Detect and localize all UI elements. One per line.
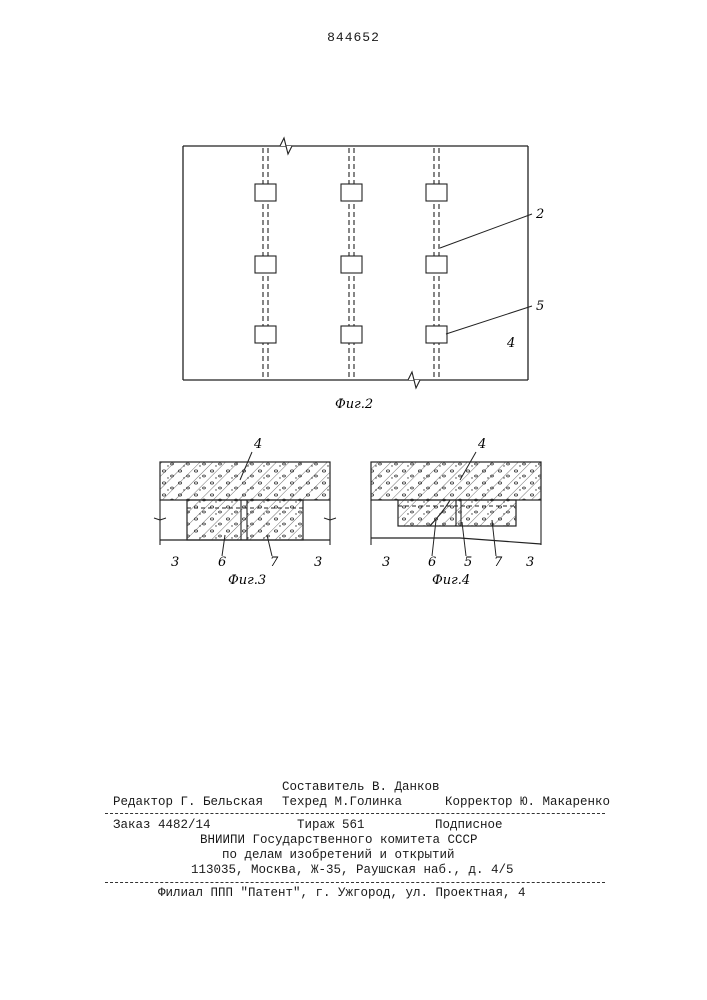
fig2-callout-5: 5 [536, 299, 544, 314]
imprint-branch: Филиал ППП "Патент", г. Ужгород, ул. Про… [158, 886, 526, 900]
fig4-callout-5: 5 [464, 555, 472, 570]
joint-line-2 [341, 148, 362, 378]
figure-2: 2 5 4 Фиг.2 [183, 138, 544, 412]
imprint-org-line2: по делам изобретений и открытий [222, 848, 455, 862]
imprint-subscription: Подписное [435, 818, 503, 832]
fig2-callout-2: 2 [535, 207, 544, 222]
fig4-callout-4: 4 [477, 437, 486, 452]
fig3-callout-7: 7 [270, 555, 279, 570]
divider-bottom [105, 882, 605, 883]
imprint-org-line1: ВНИИПИ Государственного комитета СССР [200, 833, 478, 847]
fig2-callout-4: 4 [506, 336, 515, 351]
fig3-callout-6: 6 [218, 555, 226, 570]
imprint-address: 113035, Москва, Ж-35, Раушская наб., д. … [191, 863, 514, 877]
imprint-editor: Редактор Г. Бельская [113, 795, 263, 809]
fig4-callout-7: 7 [494, 555, 503, 570]
fig3-callout-4: 4 [253, 437, 262, 452]
imprint-circulation: Тираж 561 [297, 818, 365, 832]
joint-line-1 [255, 148, 276, 378]
fig3-callout-3-left: 3 [171, 555, 179, 570]
divider-top [105, 813, 605, 814]
fig3-label: Фиг.3 [228, 573, 266, 588]
fig3-callout-3-right: 3 [314, 555, 322, 570]
fig4-label: Фиг.4 [432, 573, 470, 588]
imprint-techred: Техред М.Голинка [282, 795, 402, 809]
imprint-order: Заказ 4482/14 [113, 818, 211, 832]
figure-3: 4 3 6 7 3 Фиг.3 [154, 437, 336, 588]
figure-4: 4 3 6 5 7 3 Фиг.4 [371, 437, 541, 588]
fig4-callout-3-left: 3 [382, 555, 390, 570]
fig2-label: Фиг.2 [335, 397, 373, 412]
imprint-corrector: Корректор Ю. Макаренко [445, 795, 610, 809]
fig4-callout-3-right: 3 [526, 555, 534, 570]
imprint-compiler: Составитель В. Данков [282, 780, 440, 794]
fig4-callout-6: 6 [428, 555, 436, 570]
joint-line-3 [426, 148, 447, 378]
